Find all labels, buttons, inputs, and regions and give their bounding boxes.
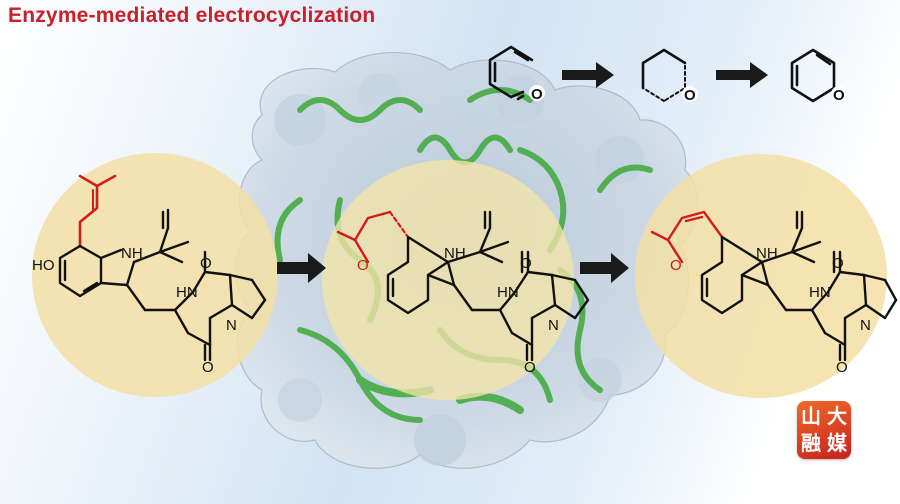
atom-label-o: O — [833, 87, 845, 104]
atom-label-o: O — [520, 255, 532, 272]
transition-state-structure — [641, 48, 687, 102]
atom-label-nh: NH — [756, 245, 778, 262]
atom-labels: O O O HO NH HN O N O O NH HN O N O O NH … — [32, 86, 871, 376]
reaction-arrow-icon — [277, 253, 629, 283]
substrate-molecule — [58, 174, 267, 362]
atom-label-nh: NH — [444, 245, 466, 262]
substrate-circle — [32, 153, 278, 397]
atom-label-o: O — [200, 255, 212, 272]
atom-label-o: O — [202, 359, 214, 376]
atom-label-o: O — [836, 359, 848, 376]
atom-label-hn: HN — [809, 284, 831, 301]
atom-label-n: N — [860, 317, 871, 334]
atom-label-nh: NH — [121, 245, 143, 262]
atom-label-o: O — [531, 86, 543, 103]
logo-badge-icon: 山 大 融 媒 — [797, 401, 851, 459]
atom-label-o-red: O — [357, 257, 369, 274]
atom-label-o-red: O — [670, 257, 682, 274]
atom-label-n: N — [548, 317, 559, 334]
intermediate-molecule — [336, 210, 590, 362]
atom-label-o: O — [684, 87, 696, 104]
atom-label-hn: HN — [176, 284, 198, 301]
atom-label-n: N — [226, 317, 237, 334]
logo-char: 大 — [827, 404, 847, 428]
electrocyclization-scheme — [488, 45, 836, 103]
product-circle — [635, 154, 887, 398]
atom-label-hn: HN — [497, 284, 519, 301]
atom-label-o: O — [524, 359, 536, 376]
logo-char: 媒 — [827, 431, 847, 455]
dienone-structure — [488, 45, 534, 99]
product-molecule — [650, 210, 898, 362]
logo-char: 山 — [801, 404, 821, 428]
logo-char: 融 — [801, 431, 821, 455]
figure-title: Enzyme-mediated electrocyclization — [8, 4, 376, 27]
reaction-arrow-icon — [562, 62, 768, 88]
atom-label-ho: HO — [32, 257, 55, 274]
intermediate-circle — [322, 160, 574, 400]
atom-label-o: O — [832, 255, 844, 272]
